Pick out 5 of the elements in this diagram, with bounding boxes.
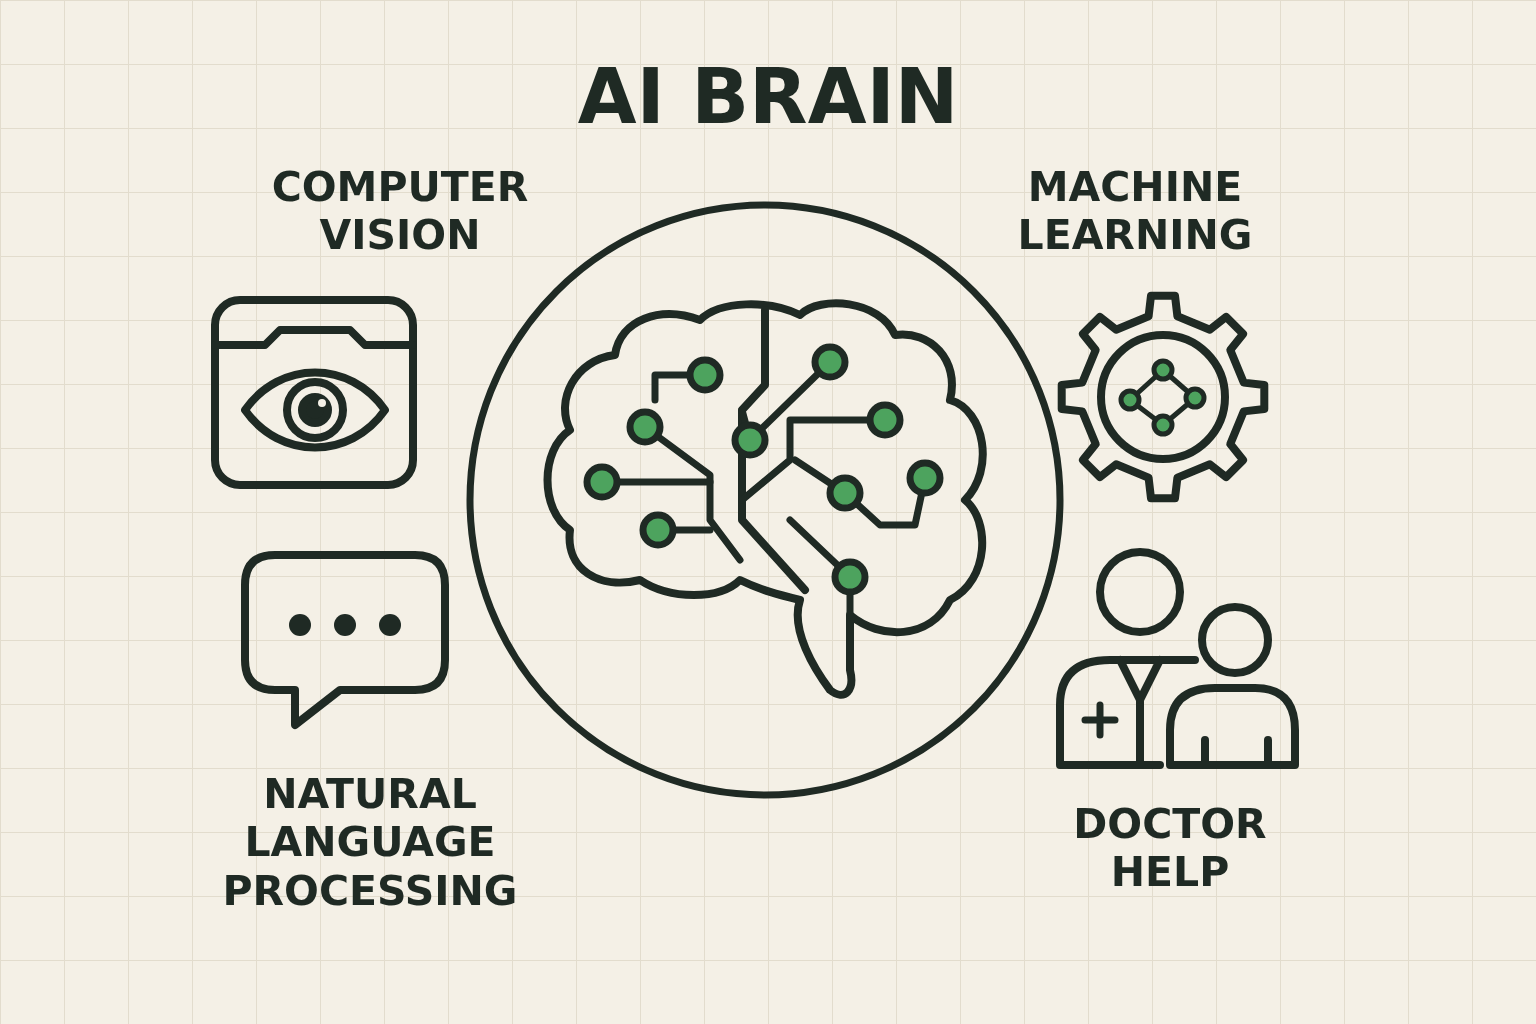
diagram-title: AI BRAIN [576,52,960,142]
category-label: COMPUTER VISION [270,163,530,260]
category-label: DOCTOR HELP [1072,800,1268,897]
category-label: NATURAL LANGUAGE PROCESSING [221,770,519,916]
category-label: MACHINE LEARNING [1016,163,1254,260]
